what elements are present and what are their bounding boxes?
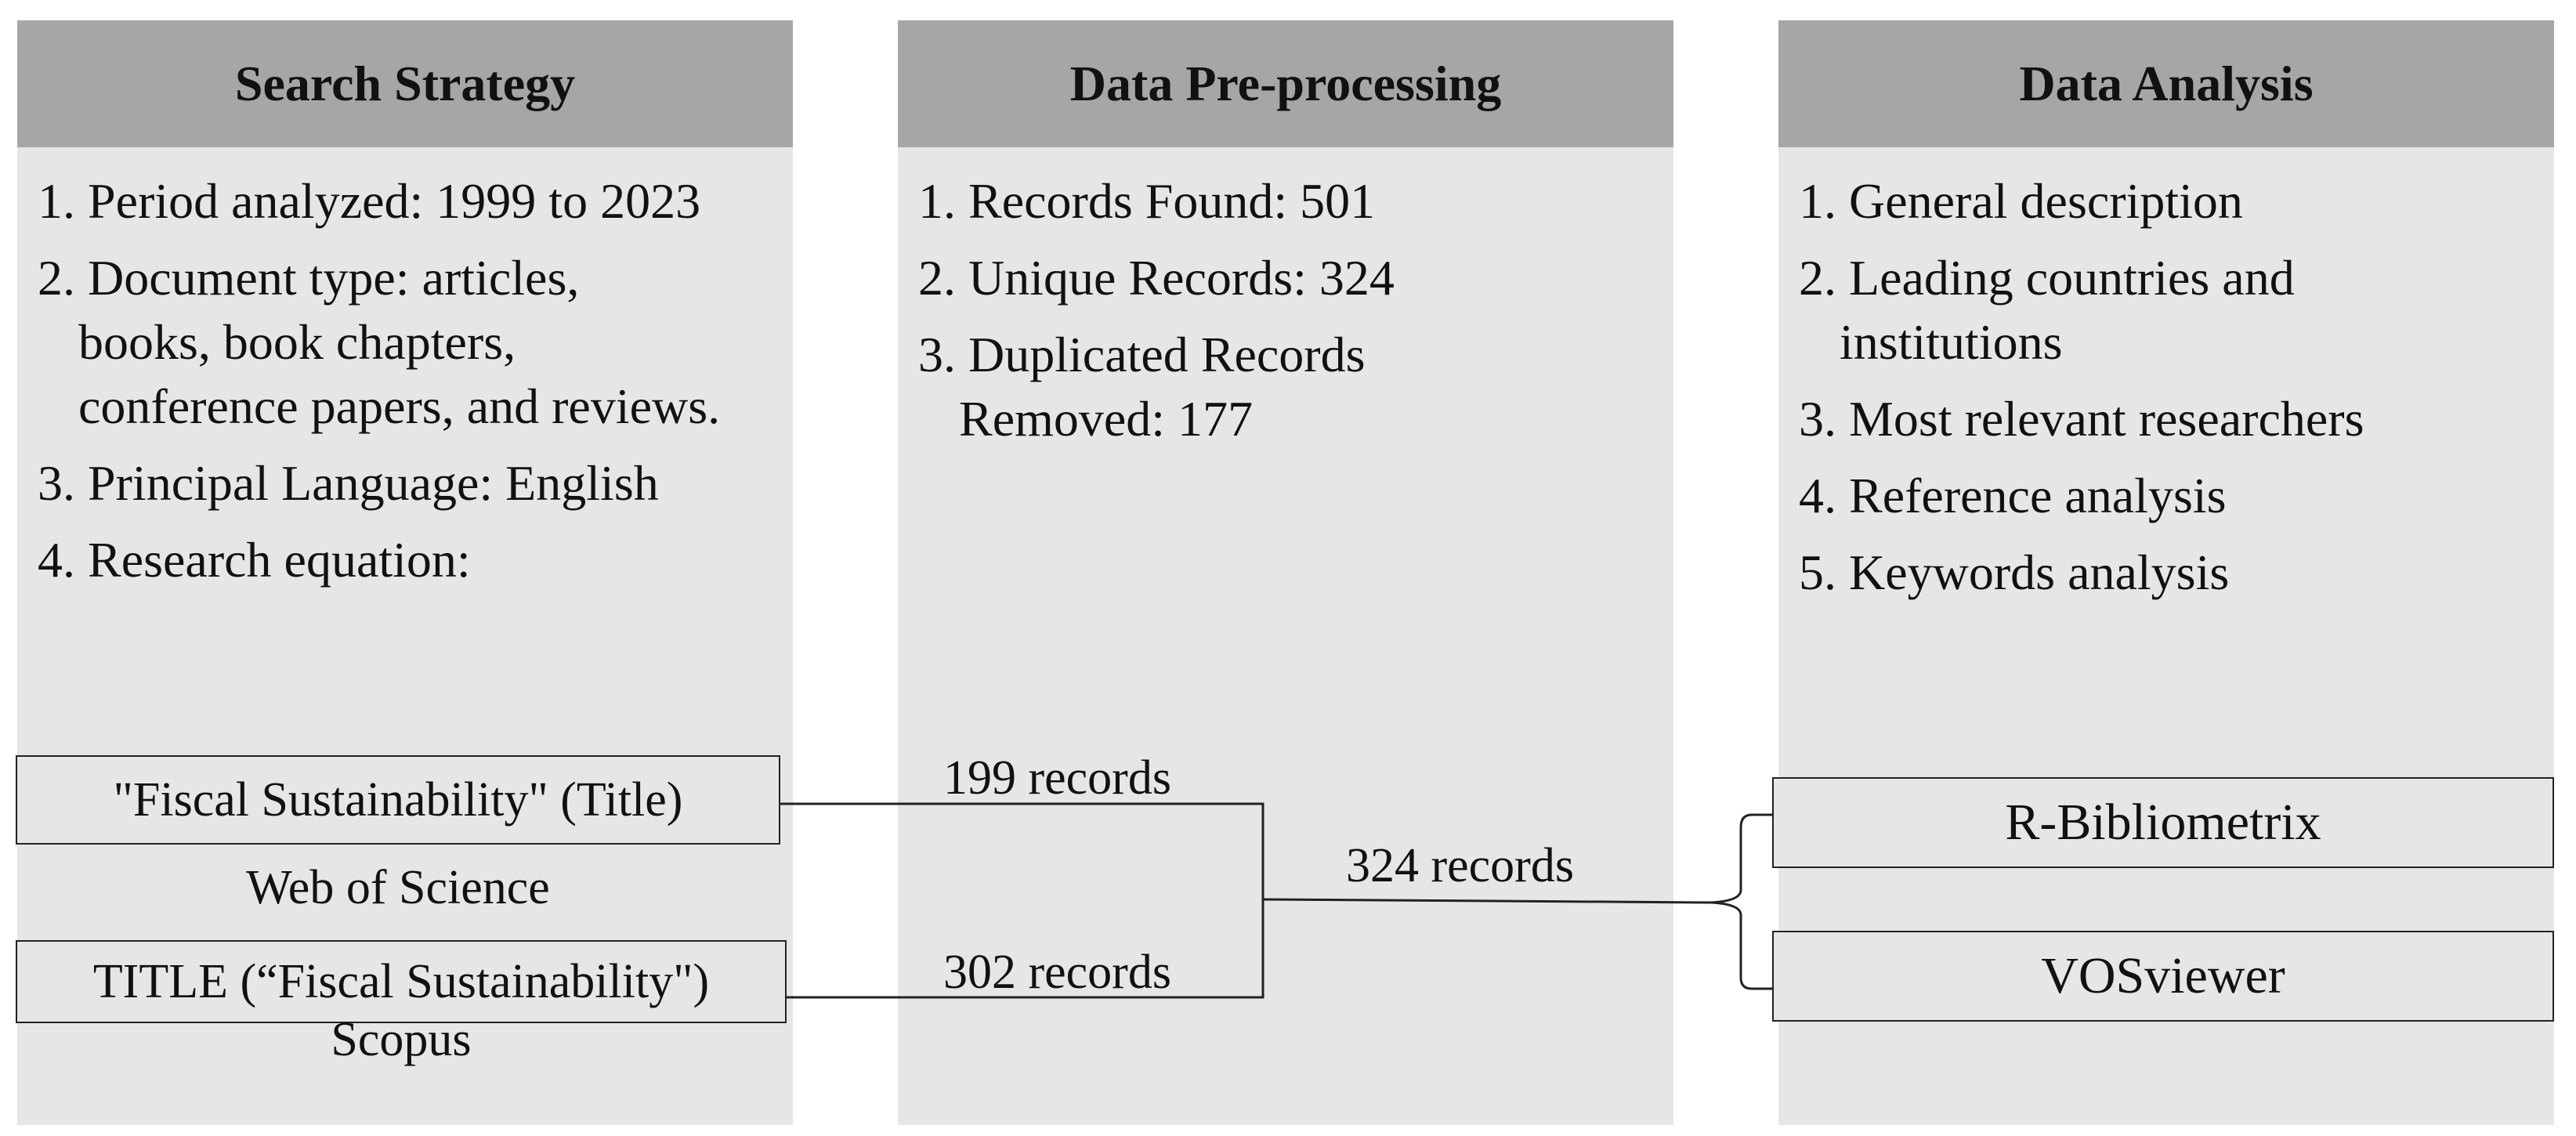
preprocessing-list: 1. Records Found: 501 2. Unique Records:… bbox=[918, 169, 1662, 464]
records-label-scopus: 302 records bbox=[943, 946, 1171, 999]
list-item: 2. Leading countries and institutions bbox=[1799, 250, 2295, 370]
query-box-scopus: TITLE (“Fiscal Sustainability") bbox=[16, 940, 787, 1023]
list-item: 2. Document type: articles, books, book … bbox=[38, 250, 721, 434]
records-label-merged: 324 records bbox=[1346, 839, 1574, 892]
connector-wos bbox=[780, 802, 1264, 899]
list-item: 3. Principal Language: English bbox=[38, 455, 659, 511]
connector-scopus bbox=[787, 899, 1264, 999]
bracket-tools bbox=[1710, 813, 1772, 990]
list-item: 2. Unique Records: 324 bbox=[918, 250, 1395, 306]
column-header-data-analysis: Data Analysis bbox=[1778, 20, 2554, 147]
column-data-preprocessing: Data Pre-processing 1. Records Found: 50… bbox=[898, 20, 1673, 1125]
tool-box-r-bibliometrix: R-Bibliometrix bbox=[1772, 777, 2554, 868]
database-label-wos: Web of Science bbox=[246, 861, 550, 914]
list-item: 1. Records Found: 501 bbox=[918, 173, 1376, 229]
search-strategy-list: 1. Period analyzed: 1999 to 2023 2. Docu… bbox=[38, 169, 782, 605]
list-item: 5. Keywords analysis bbox=[1799, 544, 2230, 600]
list-item: 4. Research equation: bbox=[38, 532, 471, 588]
analysis-list: 1. General description 2. Leading countr… bbox=[1799, 169, 2543, 617]
database-label-scopus: Scopus bbox=[331, 1013, 472, 1066]
column-header-search-strategy: Search Strategy bbox=[17, 20, 793, 147]
list-item: 3. Duplicated Records Removed: 177 bbox=[918, 327, 1366, 447]
connector-merged bbox=[1262, 898, 1712, 904]
list-item: 1. General description bbox=[1799, 173, 2243, 229]
list-item: 4. Reference analysis bbox=[1799, 468, 2227, 523]
column-header-data-preprocessing: Data Pre-processing bbox=[898, 20, 1673, 147]
list-item: 3. Most relevant researchers bbox=[1799, 391, 2364, 447]
query-box-wos: "Fiscal Sustainability" (Title) bbox=[16, 755, 780, 845]
records-label-wos: 199 records bbox=[943, 751, 1171, 805]
list-item: 1. Period analyzed: 1999 to 2023 bbox=[38, 173, 701, 229]
tool-box-vosviewer: VOSviewer bbox=[1772, 931, 2554, 1022]
